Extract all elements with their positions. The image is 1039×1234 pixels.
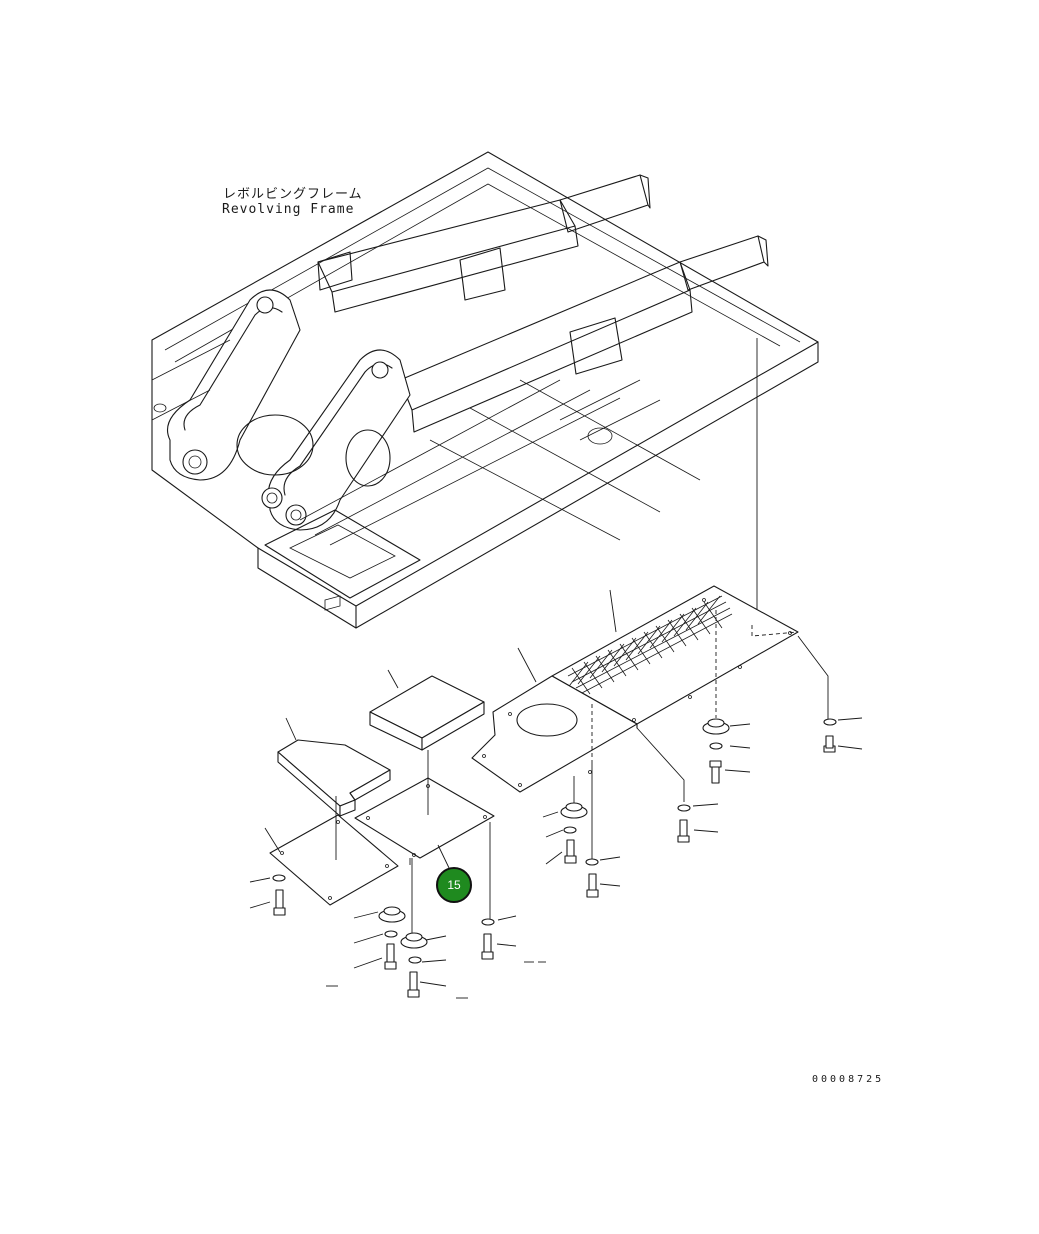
part-leaders — [249, 589, 863, 999]
rubber-mount-2 — [560, 802, 588, 819]
assembly-lines — [335, 610, 829, 935]
center-plate — [354, 777, 495, 859]
mesh-cover — [551, 585, 799, 729]
lower-left-plate — [269, 814, 399, 906]
rubber-mount-1 — [702, 718, 730, 735]
callout-number: 15 — [447, 878, 461, 892]
revolving-frame — [151, 151, 819, 629]
drawing-number: 00008725 — [812, 1074, 885, 1085]
part-callout-15[interactable]: 15 — [436, 867, 472, 903]
frame-label-english: Revolving Frame — [222, 202, 355, 217]
bolts — [273, 735, 836, 998]
shaped-cover — [277, 739, 391, 817]
block-cover — [369, 675, 485, 751]
rubber-mount-3 — [378, 906, 406, 923]
mesh-grid — [565, 595, 733, 695]
rubber-mount-4 — [400, 932, 428, 949]
frame-label-japanese: レボルビングフレーム — [223, 187, 363, 202]
plate-with-opening — [471, 675, 638, 793]
washers — [272, 718, 837, 964]
